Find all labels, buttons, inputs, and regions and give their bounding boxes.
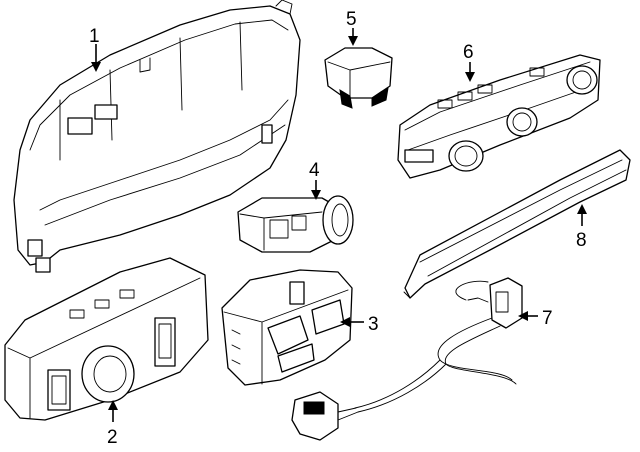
part-1-instrument-cluster	[13, 0, 301, 273]
callout-4: 4	[309, 160, 320, 181]
part-3-seat-switch	[221, 269, 353, 386]
part-7-sensor-harness	[291, 277, 523, 441]
part-5-cap	[324, 47, 393, 109]
callout-leaders	[91, 28, 587, 422]
part-2-switch-panel	[4, 257, 209, 421]
callout-6: 6	[463, 42, 474, 63]
part-6-climate-panel	[397, 54, 601, 179]
callout-3: 3	[368, 314, 379, 335]
callout-2: 2	[107, 427, 118, 448]
part-4-push-switch	[237, 195, 354, 253]
callout-1: 1	[89, 26, 100, 47]
part-8-trim-strip	[403, 149, 631, 299]
callout-8: 8	[576, 230, 587, 251]
callout-5: 5	[346, 9, 357, 30]
callout-7: 7	[542, 308, 553, 329]
